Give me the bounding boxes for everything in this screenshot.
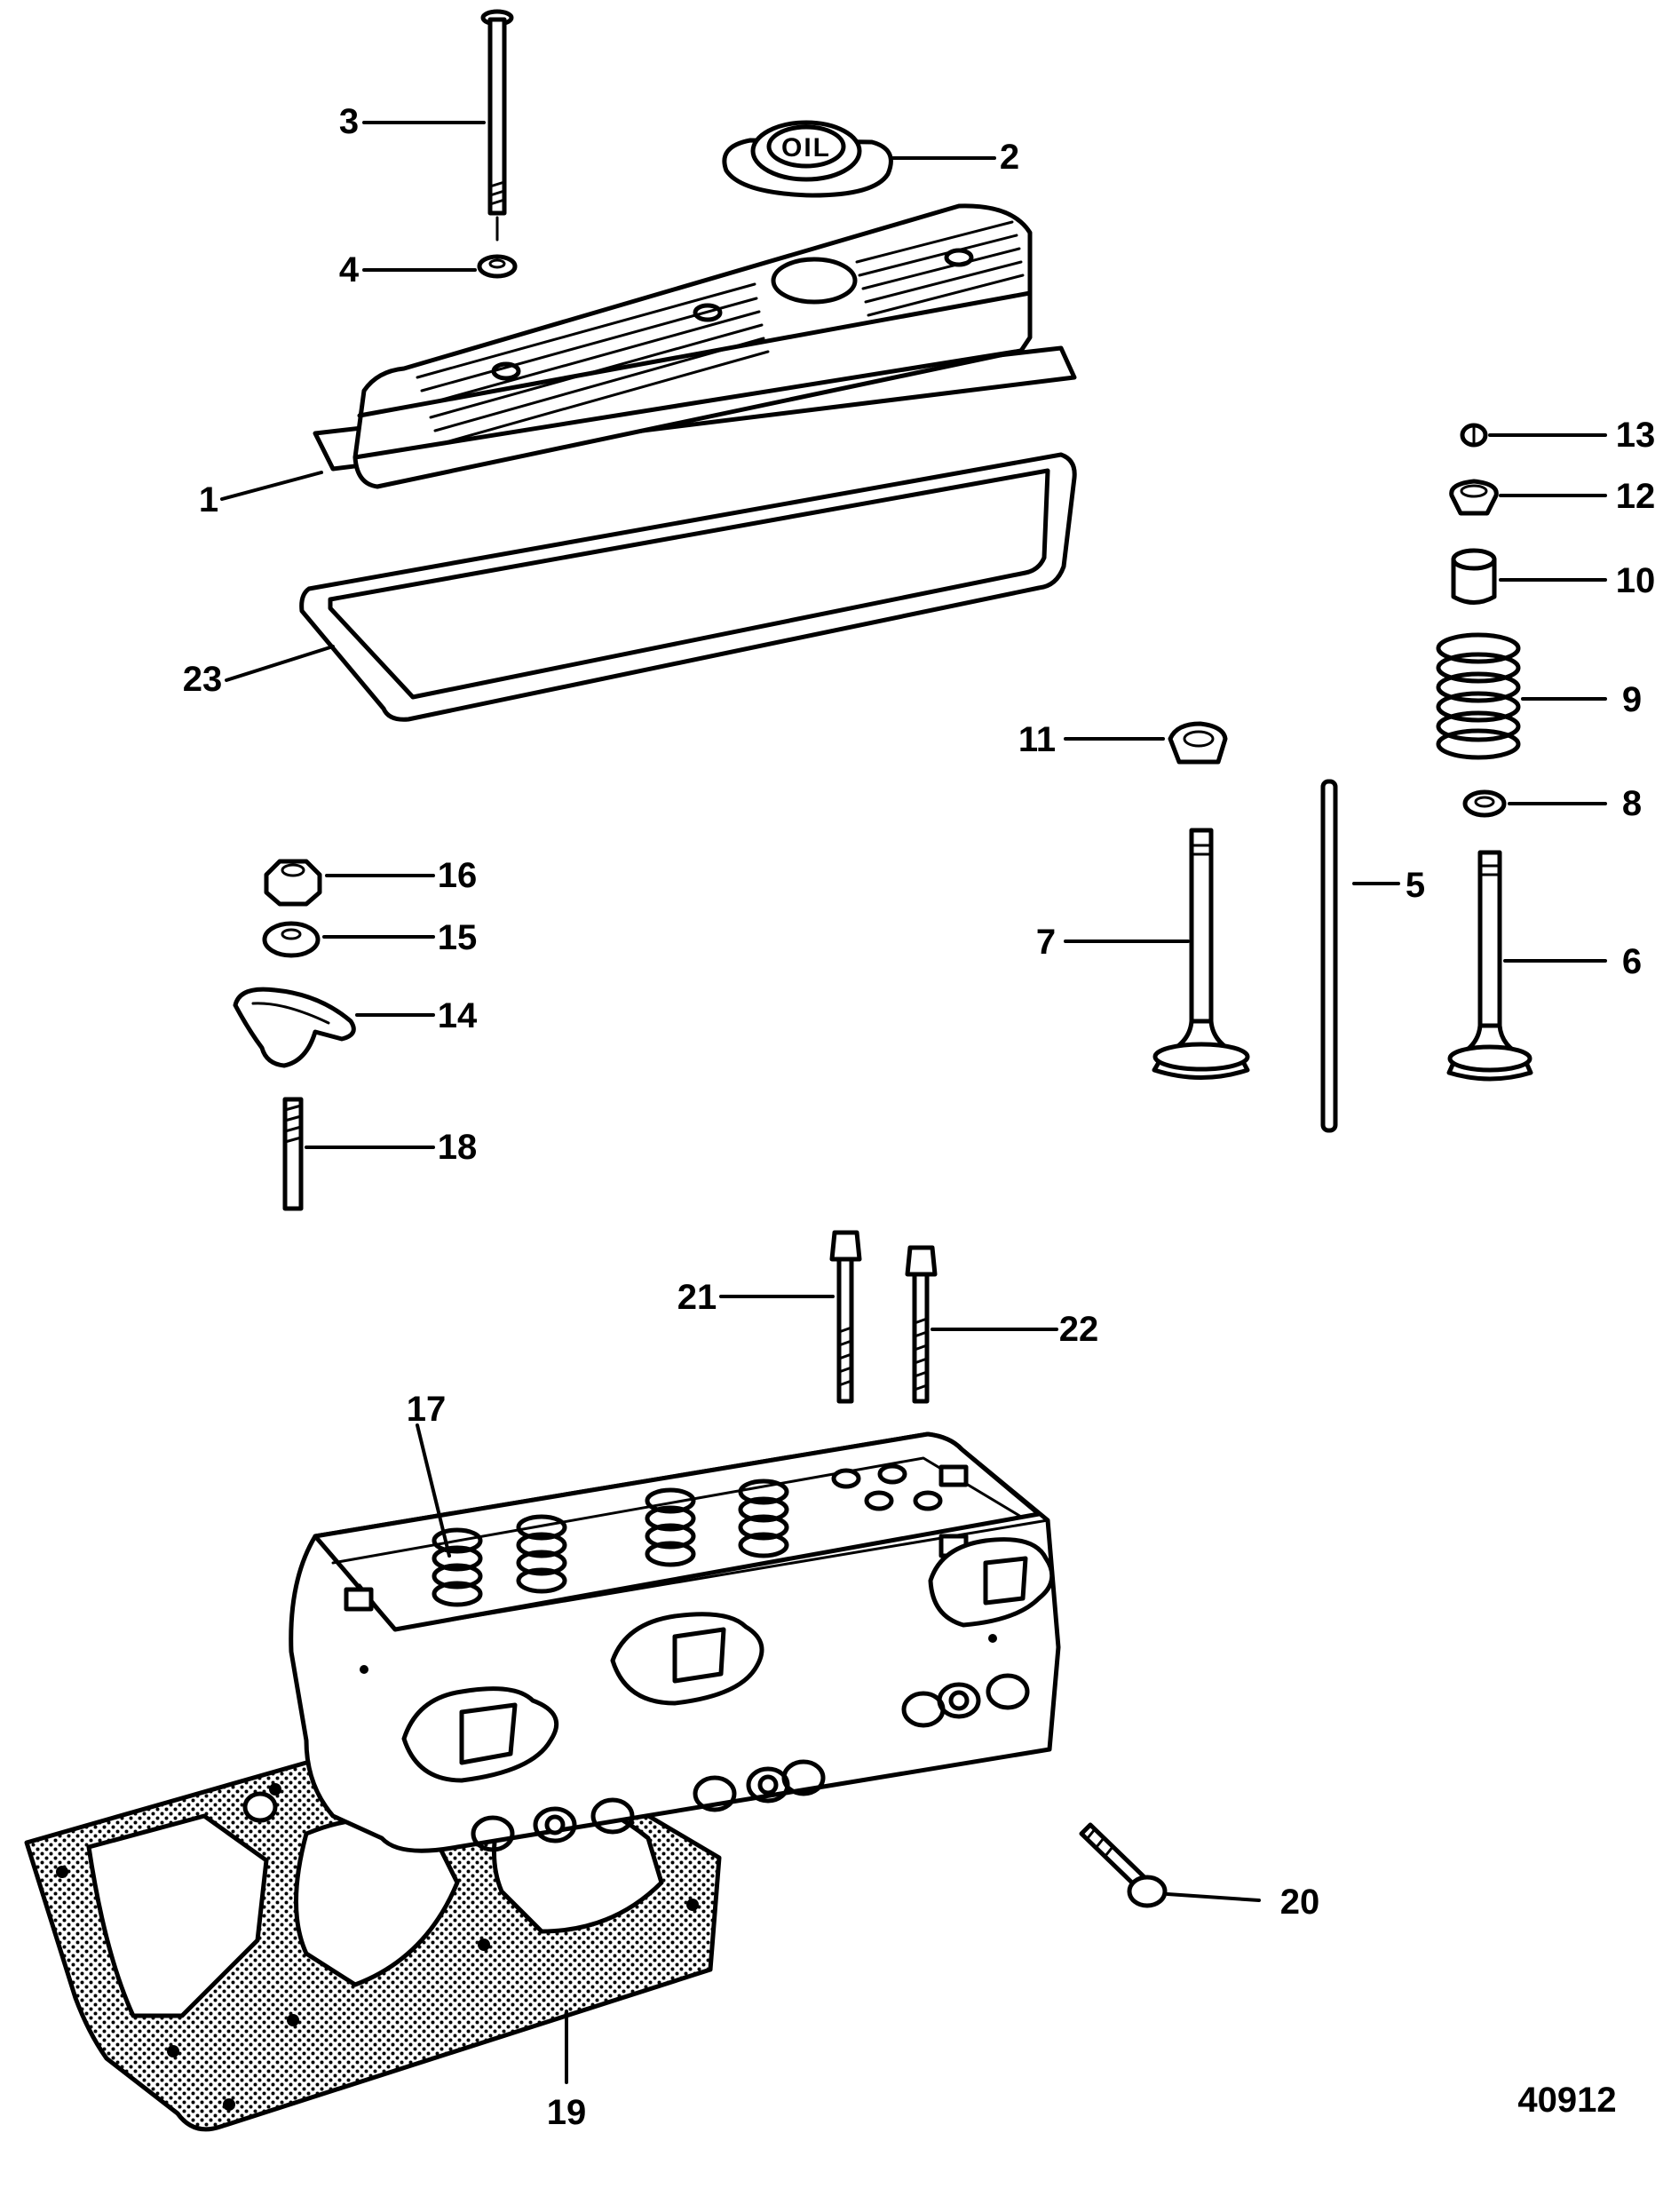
rocker-stud [282, 1097, 304, 1211]
callout-3: 3 [339, 102, 359, 141]
callout-17: 17 [407, 1390, 447, 1429]
exhaust-valve [1446, 850, 1533, 1082]
grommet [477, 254, 518, 279]
callout-2: 2 [1000, 138, 1019, 177]
callout-8: 8 [1622, 784, 1642, 823]
callout-22: 22 [1059, 1310, 1099, 1349]
valve-seal [1168, 721, 1228, 765]
valve-shim [1462, 789, 1507, 818]
valve-keepers [1460, 423, 1488, 448]
intake-valve [1152, 828, 1250, 1080]
callout-20: 20 [1280, 1883, 1320, 1922]
figure-number: 40912 [1517, 2081, 1616, 2120]
pivot-ball [262, 921, 321, 958]
cylinder-head [289, 1431, 1061, 1853]
leader-lines [220, 121, 1607, 2084]
callout-13: 13 [1616, 416, 1656, 455]
callout-9: 9 [1622, 680, 1642, 719]
oil-filler-cap: OIL [722, 120, 893, 198]
callout-18: 18 [438, 1128, 478, 1167]
rocker-arm [233, 987, 356, 1068]
callout-23: 23 [183, 660, 223, 699]
callout-19: 19 [547, 2093, 587, 2132]
head-bolt-long [905, 1245, 938, 1404]
callout-4: 4 [339, 250, 360, 289]
callout-11: 11 [1018, 720, 1056, 759]
callouts: 1 2 3 4 5 6 7 8 9 10 11 12 13 14 15 16 1… [183, 102, 1656, 2132]
cover-screw [480, 9, 514, 242]
callout-16: 16 [438, 856, 478, 895]
callout-1: 1 [199, 480, 218, 519]
callout-21: 21 [677, 1278, 717, 1317]
small-bolt [1079, 1822, 1168, 1908]
callout-5: 5 [1406, 866, 1425, 905]
rocker-cover-gasket [299, 452, 1077, 722]
spring-retainer [1449, 479, 1499, 516]
valve-spring [1436, 632, 1521, 760]
callout-14: 14 [438, 996, 478, 1035]
spring-shield [1451, 548, 1497, 605]
callout-15: 15 [438, 918, 478, 957]
head-bolt-short [829, 1230, 862, 1404]
callout-6: 6 [1622, 942, 1642, 981]
callout-7: 7 [1036, 923, 1056, 962]
oil-cap-text: OIL [781, 133, 831, 163]
callout-10: 10 [1616, 561, 1656, 600]
pushrod [1320, 779, 1338, 1133]
rocker-nut [264, 859, 322, 907]
callout-12: 12 [1616, 477, 1656, 516]
rocker-cover [313, 203, 1077, 489]
